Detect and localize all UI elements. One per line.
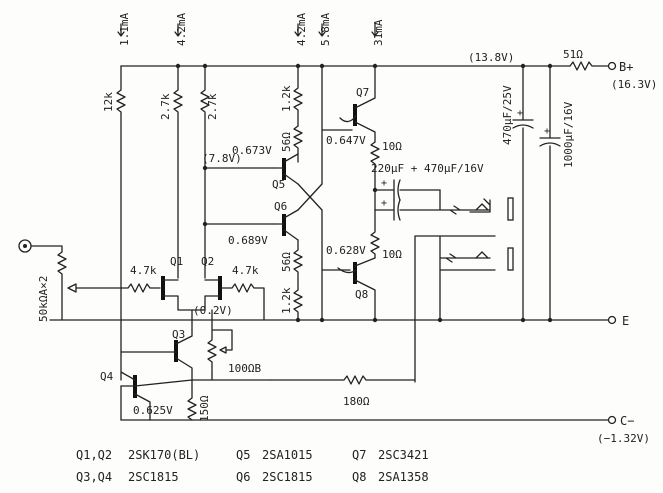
q5-label: Q5 <box>272 178 285 191</box>
svg-text:+: + <box>381 178 387 189</box>
input-jack[interactable] <box>18 239 67 321</box>
r-150-label: 150Ω <box>198 395 211 422</box>
cminus-terminal[interactable] <box>607 415 617 425</box>
cap-470-label: 470μF/25V <box>501 85 514 145</box>
parts-q8: Q8 <box>352 470 366 484</box>
output-cap-upper <box>374 179 441 201</box>
current-label-5: 31mA <box>372 19 385 46</box>
cminus-label: C− <box>620 414 634 428</box>
resistor-56-q6-wire <box>293 239 303 281</box>
supply-resistor-51 <box>569 61 609 71</box>
current-label-1: 1.1mA <box>118 13 131 46</box>
bplus-label: B+ <box>619 60 633 74</box>
current-label-3: 4.2mA <box>295 13 308 46</box>
rail-voltage: (13.8V) <box>468 51 514 64</box>
resistor-1k2-q5-wire <box>293 65 303 127</box>
parts-q3q4: Q3,Q4 <box>76 470 112 484</box>
resistor-1k2-q6-wire <box>293 279 303 321</box>
bplus-terminal[interactable] <box>607 61 617 71</box>
parts-q5: Q5 <box>236 448 250 462</box>
resistor-2k7-b-wire <box>200 65 210 279</box>
r-4k7-b-label: 4.7k <box>232 264 259 277</box>
parts-q8-part: 2SA1358 <box>378 470 429 484</box>
parts-q7: Q7 <box>352 448 366 462</box>
trimmer-label: 100ΩB <box>228 362 261 375</box>
r-12k-label: 12k <box>102 92 115 112</box>
r-2k7-a-label: 2.7k <box>159 93 172 120</box>
r-10-q7-label: 10Ω <box>382 140 402 153</box>
bplus-voltage: (16.3V) <box>611 78 657 91</box>
output-cap-label: 220μF + 470μF/16V <box>371 162 484 175</box>
r-1k2-q5-label: 1.2k <box>280 85 293 112</box>
r-56-q5-label: 56Ω <box>280 132 293 152</box>
r-180-label: 180Ω <box>343 395 370 408</box>
q4-voltage: 0.625V <box>133 404 173 417</box>
q3-label: Q3 <box>172 328 185 341</box>
parts-q1q2-part: 2SK170(BL) <box>128 448 200 462</box>
parts-q6: Q6 <box>236 470 250 484</box>
parts-q5-part: 2SA1015 <box>262 448 313 462</box>
parts-q6-part: 2SC1815 <box>262 470 313 484</box>
r-56-q6-label: 56Ω <box>280 252 293 272</box>
current-label-2: 4.2mA <box>175 13 188 46</box>
supply-resistor-label: 51Ω <box>563 48 583 61</box>
parts-list: Q1,Q2 2SK170(BL) Q5 2SA1015 Q7 2SC3421 Q… <box>76 448 429 484</box>
r-2k7-b-label: 2.7k <box>206 93 219 120</box>
q8-label: Q8 <box>355 288 368 301</box>
resistor-2k7-a-wire <box>173 65 183 279</box>
r-4k7-a-label: 4.7k <box>130 264 157 277</box>
q1-label: Q1 <box>170 255 183 268</box>
resistor-10-q8-wire <box>370 209 380 259</box>
current-label-4: 5.8mA <box>319 13 332 46</box>
q2-label: Q2 <box>201 255 214 268</box>
parts-q1q2: Q1,Q2 <box>76 448 112 462</box>
earth-terminal[interactable] <box>607 315 617 325</box>
headphone-jack-upper[interactable] <box>439 189 514 221</box>
q6-base-voltage: 0.689V <box>228 234 268 247</box>
resistor-12k-wire <box>116 65 126 356</box>
resistor-180-wire <box>269 375 416 385</box>
q8-base-voltage: 0.628V <box>326 244 366 257</box>
resistor-150-wire <box>187 379 197 421</box>
cminus-voltage: (−1.32V) <box>597 432 650 445</box>
svg-text:+: + <box>381 198 387 209</box>
q5-base-voltage: 0.673V <box>232 144 272 157</box>
q6-label: Q6 <box>274 200 287 213</box>
svg-text:+: + <box>544 126 550 137</box>
parts-q7-part: 2SC3421 <box>378 448 429 462</box>
trimmer-100b <box>207 309 233 376</box>
cap-470-symbol <box>512 65 534 321</box>
cap-1000-label: 1000μF/16V <box>562 101 575 168</box>
cap-1000-symbol <box>539 65 561 321</box>
headphone-jack-lower[interactable] <box>414 235 514 383</box>
earth-label: E <box>622 314 629 328</box>
q5-collector-voltage: (7.8V) <box>202 152 242 165</box>
parts-q3q4-part: 2SC1815 <box>128 470 179 484</box>
current-arrows <box>117 23 379 37</box>
q4-label: Q4 <box>100 370 114 383</box>
resistor-10-q7-wire <box>370 141 380 191</box>
volume-wiper <box>67 283 77 293</box>
q7-base-voltage: 0.647V <box>326 134 366 147</box>
svg-text:+: + <box>517 108 523 119</box>
r-10-q8-label: 10Ω <box>382 248 402 261</box>
q7-label: Q7 <box>356 86 369 99</box>
r-1k2-q6-label: 1.2k <box>280 287 293 314</box>
source-voltage: (0.2V) <box>193 304 233 317</box>
volume-label: 50kΩA×2 <box>37 276 50 322</box>
resistor-56-q5-wire <box>293 125 303 163</box>
